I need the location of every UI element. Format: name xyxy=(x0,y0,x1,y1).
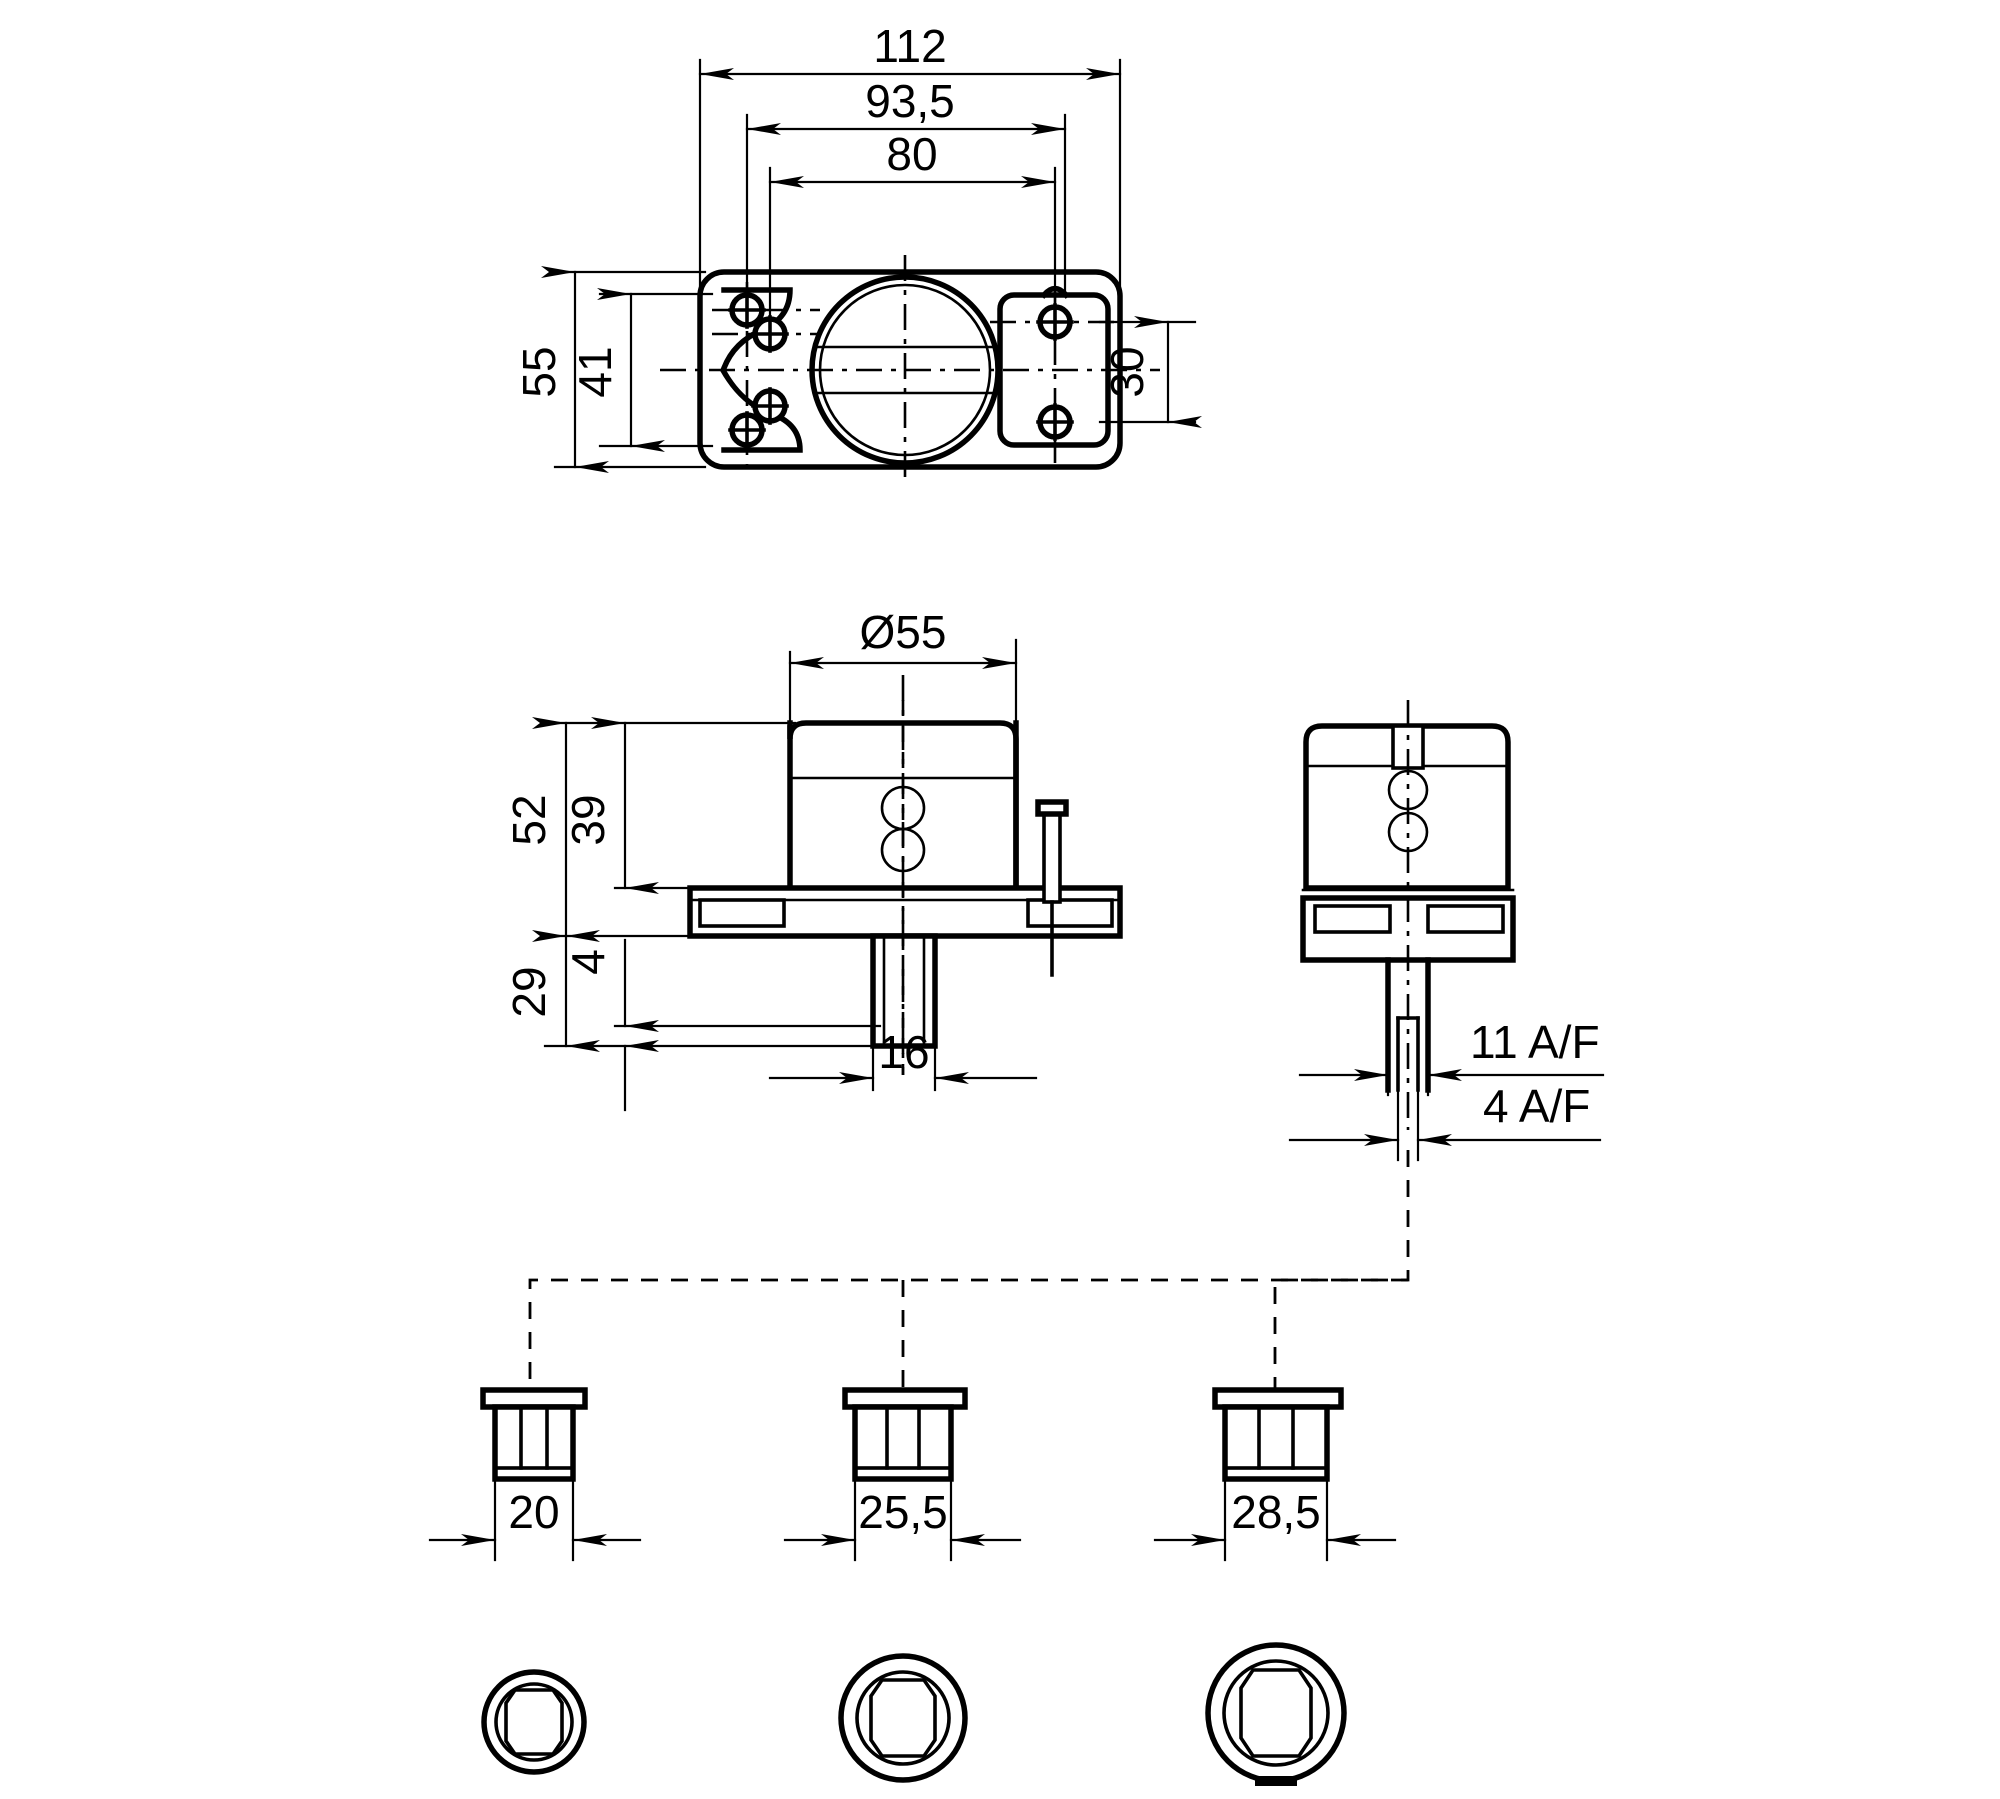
socket-28-5-tab xyxy=(1255,1776,1297,1786)
dim-label-52: 52 xyxy=(503,794,555,845)
dim-label-4af: 4 A/F xyxy=(1483,1080,1590,1132)
front-adjust-pin-head xyxy=(1035,799,1069,817)
front-adjust-pin xyxy=(1042,808,1062,904)
front-flange-left-slot xyxy=(698,898,786,928)
insert-28-5-base xyxy=(1223,1466,1329,1481)
insert-28-5: 28,5 xyxy=(1153,1387,1397,1562)
dim-label-112: 112 xyxy=(873,20,946,72)
dim-label-16: 16 xyxy=(878,1026,929,1078)
dim-label-4: 4 xyxy=(562,949,614,975)
dim-label-dia55: Ø55 xyxy=(860,606,947,658)
dim-label-39: 39 xyxy=(562,794,614,845)
dim-label-80: 80 xyxy=(886,128,937,180)
socket-20-hex-profile xyxy=(504,1688,564,1756)
dim-label-41: 41 xyxy=(569,346,621,397)
dim-label-30: 30 xyxy=(1101,346,1153,397)
insert-25-5: 25,5 xyxy=(783,1387,1022,1562)
dim-label-55: 55 xyxy=(513,346,565,397)
socket-end-view-28-5 xyxy=(1205,1642,1347,1786)
front-flange-right-slot xyxy=(1026,898,1114,928)
side-flange-left-slot xyxy=(1313,904,1392,934)
insert-label-20: 20 xyxy=(508,1486,559,1538)
socket-25-5-hex-profile xyxy=(869,1678,937,1758)
socket-end-view-25-5 xyxy=(838,1653,968,1783)
leader-to-insert-20 xyxy=(528,1278,1408,1390)
dim-label-93-5: 93,5 xyxy=(865,75,955,127)
insert-25-5-base xyxy=(853,1466,953,1481)
front-section-view: Ø55 52 39 29 4 16 xyxy=(503,606,1123,1112)
socket-28-5-hex-profile xyxy=(1239,1668,1313,1758)
side-flange-right-slot xyxy=(1426,904,1505,934)
insert-label-25-5: 25,5 xyxy=(858,1486,948,1538)
leader-to-insert-28-5 xyxy=(1273,1150,1410,1390)
insert-20: 20 xyxy=(428,1387,642,1562)
socket-end-view-20 xyxy=(481,1669,587,1775)
insert-20-base xyxy=(493,1466,575,1481)
side-view: 11 A/F 4 A/F xyxy=(1288,700,1605,1162)
dim-label-11af: 11 A/F xyxy=(1470,1016,1600,1068)
top-view-screw-left-upper2 xyxy=(751,387,789,425)
insert-leader-lines xyxy=(528,1150,1410,1390)
top-view: 112 93,5 80 55 41 30 xyxy=(513,20,1202,480)
dim-label-29: 29 xyxy=(503,966,555,1017)
insert-label-28-5: 28,5 xyxy=(1231,1486,1321,1538)
